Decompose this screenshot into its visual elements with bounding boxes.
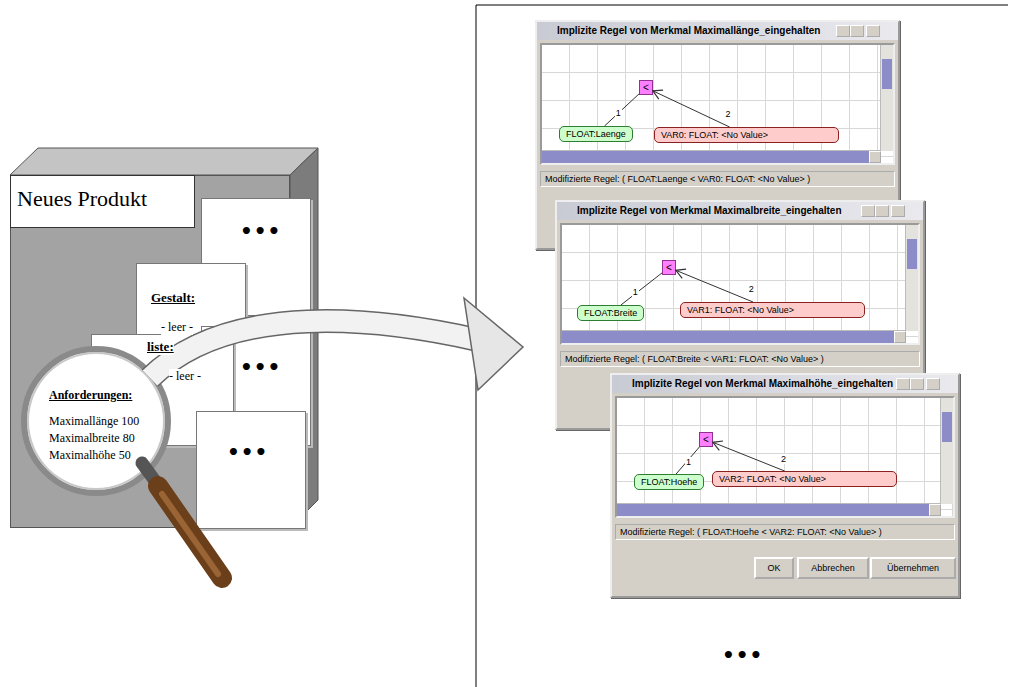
- requirements-heading: Anforderungen:: [49, 388, 149, 403]
- ellipsis-mark: •••: [240, 355, 281, 379]
- graph-connector: [653, 91, 730, 127]
- requirements-list: Maximallänge 100 Maximalbreite 80 Maxima…: [49, 413, 155, 464]
- graph-canvas: [560, 223, 920, 345]
- graph-connector: [676, 447, 699, 474]
- variable-name: VAR2: FLOAT: <No Value>: [719, 474, 826, 484]
- operator-symbol: <: [643, 81, 649, 94]
- document-page: •••: [196, 411, 306, 529]
- connector-number: 1: [632, 287, 639, 297]
- button-label: Abbrechen: [799, 563, 867, 573]
- horizontal-scrollbar: [562, 330, 906, 343]
- operator-box: <: [662, 260, 676, 275]
- rule-window: Implizite Regel von Merkmal Maximalhöhe_…: [610, 373, 960, 598]
- graph-connector: [605, 94, 640, 126]
- product-box: Neues Produkt ••• Gestalt: - leer - ••• liste…: [10, 175, 290, 528]
- feature-name: FLOAT:Breite: [584, 308, 637, 318]
- page-heading: Gestalt:: [151, 290, 195, 306]
- variable-name: VAR0: FLOAT: <No Value>: [661, 130, 768, 140]
- feature-box: FLOAT:Laenge: [559, 126, 633, 142]
- transfer-arrow-body: [150, 321, 478, 378]
- rule-text: Modifizierte Regel: ( FLOAT:Breite < VAR…: [560, 351, 920, 367]
- separator-line: [476, 5, 477, 687]
- box-top-face: [10, 148, 318, 175]
- window-button: [896, 378, 910, 390]
- dialog-button: OK: [754, 557, 794, 579]
- connector-number: 2: [724, 109, 731, 119]
- window-button: [926, 378, 940, 390]
- graph-connector: [621, 273, 662, 305]
- window-button: [866, 25, 880, 37]
- operator-box: <: [639, 80, 653, 95]
- connector-number: 2: [748, 284, 755, 294]
- transfer-arrow-outline: [150, 321, 478, 378]
- ellipsis-mark: •••: [722, 643, 763, 667]
- page-text: - leer -: [169, 369, 201, 384]
- window-button: [861, 205, 875, 217]
- operator-box: <: [699, 432, 713, 447]
- window-button: [910, 378, 924, 390]
- scroll-thumb: [907, 239, 917, 269]
- horizontal-scrollbar: [617, 503, 941, 516]
- magnifier-lens: Anforderungen: Maximallänge 100 Maximalbr…: [21, 346, 171, 496]
- scroll-thumb: [942, 412, 952, 442]
- variable-box: VAR2: FLOAT: <No Value>: [712, 471, 897, 487]
- operator-symbol: <: [703, 433, 709, 446]
- window-button: [836, 25, 850, 37]
- feature-name: FLOAT:Laenge: [566, 129, 626, 139]
- feature-box: FLOAT:Hoehe: [634, 474, 704, 490]
- magnifier-neck: [142, 463, 158, 485]
- scroll-button: [894, 331, 906, 343]
- graph-connector: [713, 442, 785, 471]
- magnifier-handle: [158, 486, 222, 578]
- window-button: [875, 205, 889, 217]
- feature-box: FLOAT:Breite: [577, 305, 644, 321]
- variable-name: VAR1: FLOAT: <No Value>: [687, 305, 794, 315]
- rule-text: Modifizierte Regel: ( FLOAT:Laenge < VAR…: [540, 171, 895, 187]
- button-label: Übernehmen: [872, 563, 954, 573]
- page-text: - leer -: [161, 320, 193, 335]
- page-heading: liste:: [147, 339, 174, 355]
- product-title: Neues Produkt: [10, 175, 195, 228]
- scroll-button: [929, 504, 941, 516]
- window-button: [850, 25, 864, 37]
- feature-name: FLOAT:Hoehe: [641, 477, 697, 487]
- window-button: [891, 205, 905, 217]
- ellipsis-mark: •••: [240, 219, 281, 243]
- dialog-button: Übernehmen: [870, 557, 956, 579]
- rule-text: Modifizierte Regel: ( FLOAT:Hoehe < VAR2…: [615, 524, 955, 540]
- scroll-button: [869, 151, 881, 163]
- frame-line: [476, 5, 1008, 6]
- dialog-button: Abbrechen: [797, 557, 869, 579]
- variable-box: VAR0: FLOAT: <No Value>: [654, 127, 839, 143]
- operator-symbol: <: [666, 261, 672, 274]
- graph-canvas: [540, 43, 895, 165]
- scroll-thumb: [882, 59, 892, 89]
- connector-number: 1: [615, 108, 622, 118]
- button-label: OK: [756, 563, 792, 573]
- connector-number: 2: [780, 454, 787, 464]
- graph-connector: [676, 270, 753, 302]
- transfer-arrow-head: [464, 298, 523, 390]
- magnifier-handle-shine: [162, 494, 218, 574]
- horizontal-scrollbar: [542, 150, 881, 163]
- connector-number: 1: [685, 457, 692, 467]
- variable-box: VAR1: FLOAT: <No Value>: [680, 302, 865, 318]
- ellipsis-mark: •••: [227, 440, 268, 464]
